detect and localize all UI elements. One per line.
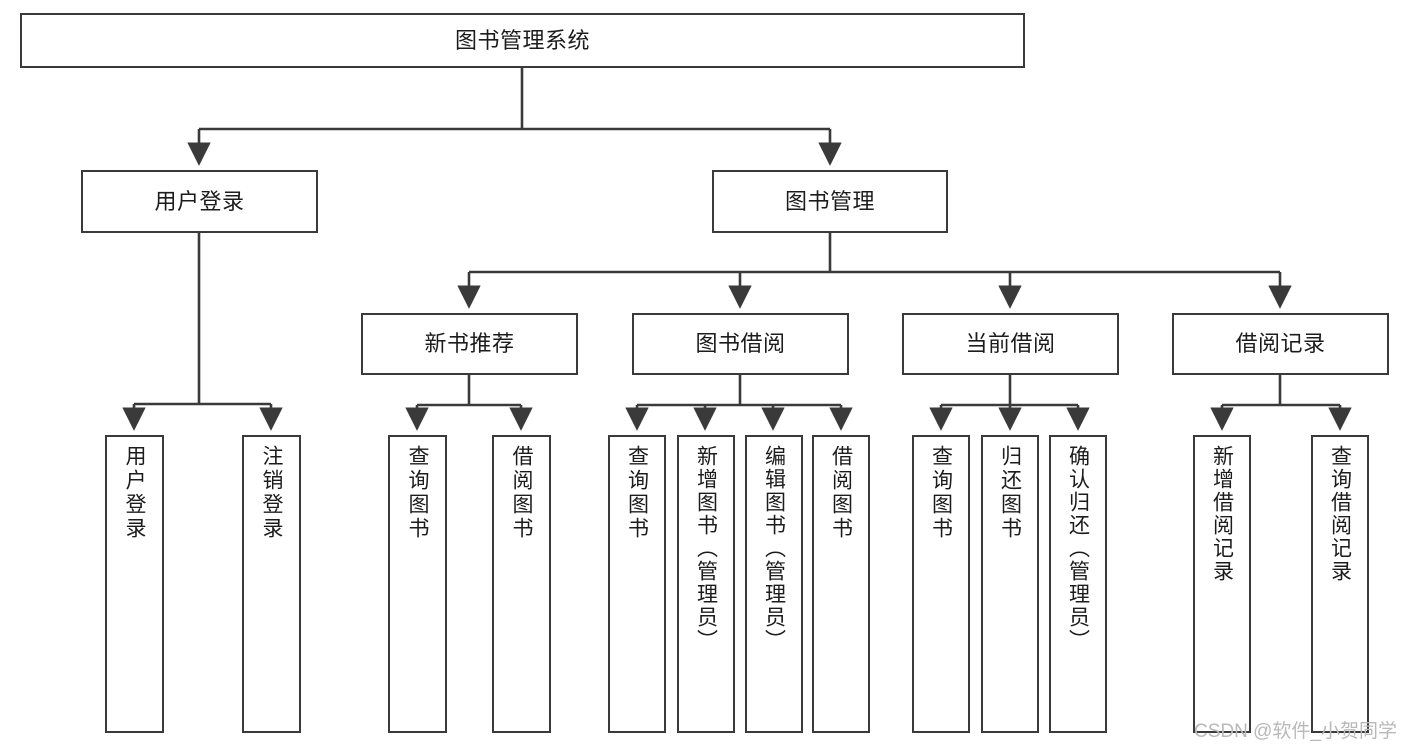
node-current-borrow-label: 当前借阅 (965, 331, 1056, 357)
node-leaf-borrow-book-2-label: 借阅图书 (829, 445, 853, 541)
node-leaf-user-login[interactable]: 用户登录 (105, 435, 164, 733)
node-leaf-edit-book-label: 编辑图书（管理员） (762, 445, 786, 652)
node-user-login[interactable]: 用户登录 (81, 170, 318, 233)
node-book-management-label: 图书管理 (784, 188, 875, 214)
watermark-text: CSDN @软件_小贺同学 (1194, 721, 1397, 742)
node-new-book-recommend[interactable]: 新书推荐 (361, 313, 578, 375)
node-leaf-add-book[interactable]: 新增图书（管理员） (677, 435, 735, 733)
node-leaf-query-record[interactable]: 查询借阅记录 (1311, 435, 1369, 733)
node-book-borrow[interactable]: 图书借阅 (632, 313, 849, 375)
node-leaf-user-login-label: 用户登录 (123, 445, 146, 541)
node-leaf-borrow-book-2[interactable]: 借阅图书 (812, 435, 870, 733)
node-leaf-add-record-label: 新增借阅记录 (1210, 445, 1234, 583)
node-leaf-query-book-2-label: 查询图书 (625, 445, 649, 541)
node-new-book-recommend-label: 新书推荐 (424, 331, 515, 357)
node-leaf-query-book-3[interactable]: 查询图书 (912, 435, 970, 733)
node-leaf-edit-book[interactable]: 编辑图书（管理员） (745, 435, 803, 733)
node-leaf-add-record[interactable]: 新增借阅记录 (1193, 435, 1251, 733)
node-current-borrow[interactable]: 当前借阅 (902, 313, 1119, 375)
node-book-management[interactable]: 图书管理 (712, 170, 948, 233)
node-leaf-query-book-2[interactable]: 查询图书 (608, 435, 666, 733)
node-user-login-label: 用户登录 (154, 188, 245, 214)
node-root-label: 图书管理系统 (454, 27, 590, 53)
node-leaf-user-logout-label: 注销登录 (260, 445, 283, 541)
node-leaf-query-record-label: 查询借阅记录 (1328, 445, 1352, 583)
node-book-borrow-label: 图书借阅 (695, 331, 786, 357)
node-leaf-confirm-return-label: 确认归还（管理员） (1066, 445, 1090, 652)
node-borrow-record[interactable]: 借阅记录 (1172, 313, 1389, 375)
node-leaf-return-book[interactable]: 归还图书 (981, 435, 1039, 733)
node-leaf-user-logout[interactable]: 注销登录 (242, 435, 301, 733)
node-leaf-add-book-label: 新增图书（管理员） (694, 445, 718, 652)
node-leaf-query-book-1-label: 查询图书 (406, 445, 429, 541)
node-leaf-query-book-3-label: 查询图书 (929, 445, 953, 541)
node-leaf-borrow-book-1[interactable]: 借阅图书 (492, 435, 551, 733)
node-leaf-borrow-book-1-label: 借阅图书 (510, 445, 533, 541)
node-borrow-record-label: 借阅记录 (1235, 331, 1326, 357)
node-leaf-query-book-1[interactable]: 查询图书 (388, 435, 447, 733)
node-leaf-confirm-return[interactable]: 确认归还（管理员） (1049, 435, 1107, 733)
node-leaf-return-book-label: 归还图书 (998, 445, 1022, 541)
node-root[interactable]: 图书管理系统 (20, 13, 1025, 68)
